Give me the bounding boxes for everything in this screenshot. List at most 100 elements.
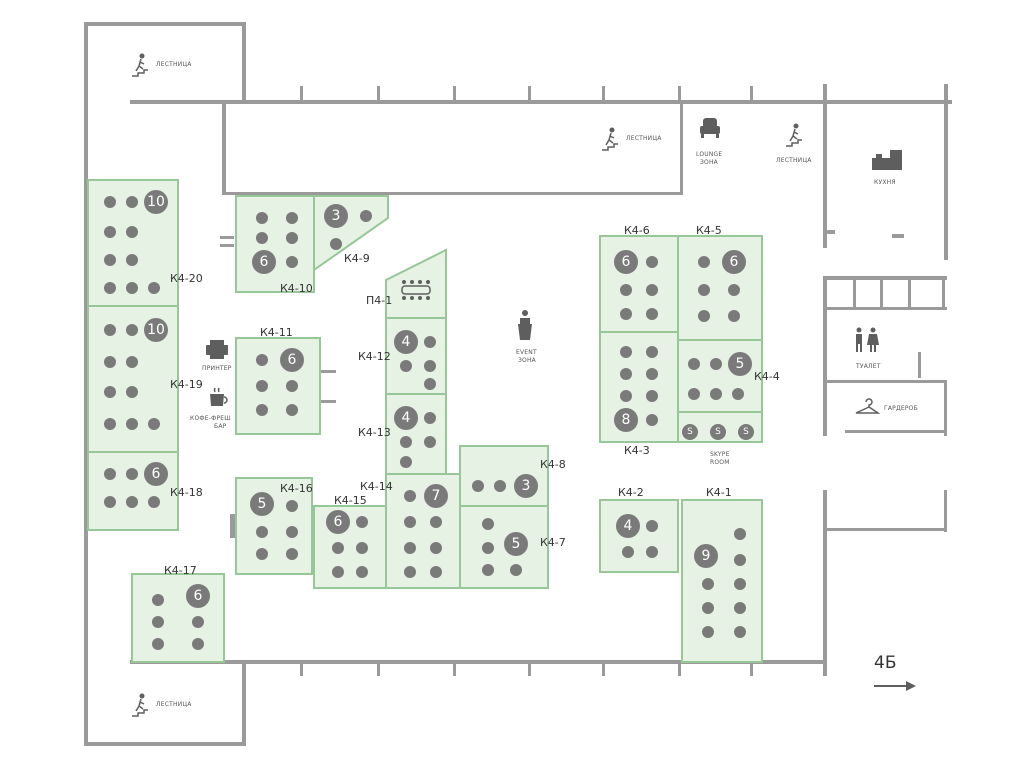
room-k4-17[interactable] bbox=[131, 573, 225, 663]
label-k4-20: К4-20 bbox=[170, 272, 203, 285]
room-k4-12[interactable] bbox=[385, 317, 447, 395]
label-k4-6: К4-6 bbox=[624, 224, 650, 237]
label-k4-18: К4-18 bbox=[170, 486, 203, 499]
stairs-top-left: ЛЕСТНИЦА bbox=[132, 53, 192, 77]
room-k4-14[interactable] bbox=[385, 473, 461, 589]
badge-k4-9: 3 bbox=[332, 208, 341, 224]
label-k4-17: К4-17 bbox=[164, 564, 197, 577]
stairs-icon bbox=[132, 693, 148, 717]
badge-k4-20: 10 bbox=[147, 194, 165, 210]
room-k4-8[interactable] bbox=[459, 445, 549, 507]
lounge-label: LOUNGE bbox=[696, 151, 722, 158]
stairs-label: ЛЕСТНИЦА bbox=[156, 61, 192, 68]
meeting-table-icon bbox=[401, 280, 431, 300]
badge-k4-6: 6 bbox=[622, 254, 631, 270]
label-k4-13: К4-13 bbox=[358, 426, 391, 439]
badge-k4-1: 9 bbox=[702, 548, 711, 564]
room-k4-2[interactable] bbox=[599, 499, 679, 573]
label-p4-1: П4-1 bbox=[366, 294, 392, 307]
kitchen-icon bbox=[872, 150, 902, 170]
room-k4-18[interactable] bbox=[87, 451, 179, 531]
sofa-icon bbox=[700, 118, 720, 138]
badge-k4-13: 4 bbox=[402, 410, 411, 426]
room-k4-6[interactable] bbox=[599, 235, 679, 333]
skype-badge: S bbox=[715, 427, 721, 437]
skype-badge: S bbox=[687, 427, 693, 437]
printer-icon bbox=[206, 340, 228, 359]
room-k4-16[interactable] bbox=[235, 477, 313, 575]
badge-k4-17: 6 bbox=[194, 588, 203, 604]
stairs-label: ЛЕСТНИЦА bbox=[776, 157, 812, 164]
coffee-bar: КОФЕ-ФРЕШ БАР bbox=[190, 387, 231, 430]
arrow-right-icon bbox=[874, 681, 916, 691]
label-k4-16: К4-16 bbox=[280, 482, 313, 495]
room-k4-4[interactable] bbox=[677, 339, 763, 413]
badge-k4-12: 4 bbox=[402, 334, 411, 350]
room-k4-5[interactable] bbox=[677, 235, 763, 341]
room-k4-13[interactable] bbox=[385, 393, 447, 475]
walls bbox=[84, 22, 952, 746]
label-k4-7: К4-7 bbox=[540, 536, 566, 549]
label-k4-5: К4-5 bbox=[696, 224, 722, 237]
seats bbox=[104, 196, 746, 650]
badge-k4-10: 6 bbox=[260, 254, 269, 270]
label-k4-1: К4-1 bbox=[706, 486, 732, 499]
kitchen: КУХНЯ bbox=[872, 150, 902, 186]
room-k4-15[interactable] bbox=[313, 505, 387, 589]
stairs-bottom-left: ЛЕСТНИЦА bbox=[132, 693, 192, 717]
stairs-label: ЛЕСТНИЦА bbox=[156, 701, 192, 708]
toilet: ТУАЛЕТ bbox=[855, 327, 881, 370]
badge-k4-19: 10 bbox=[147, 322, 165, 338]
badge-k4-14: 7 bbox=[432, 488, 441, 504]
printer-label: ПРИНТЕР bbox=[202, 365, 232, 372]
badge-k4-8: 3 bbox=[522, 478, 531, 494]
lounge-zone: LOUNGE ЗОНА bbox=[696, 118, 722, 166]
label-k4-10: К4-10 bbox=[280, 282, 313, 295]
room-labels: К4-20 К4-19 К4-18 К4-17 К4-16 К4-15 К4-1… bbox=[164, 224, 780, 577]
wardrobe: ГАРДЕРОБ bbox=[855, 398, 918, 414]
skype-badge: S bbox=[743, 427, 749, 437]
stairs-label: ЛЕСТНИЦА bbox=[626, 135, 662, 142]
stairs-icon bbox=[602, 127, 618, 151]
label-k4-19: К4-19 bbox=[170, 378, 203, 391]
room-k4-1[interactable] bbox=[681, 499, 763, 663]
coffee-label: КОФЕ-ФРЕШ bbox=[190, 415, 231, 422]
coffee-cup-icon bbox=[210, 387, 228, 406]
badge-k4-16: 5 bbox=[258, 496, 267, 512]
label-k4-3: К4-3 bbox=[624, 444, 650, 457]
stairs-top-right: ЛЕСТНИЦА bbox=[776, 123, 812, 164]
badge-k4-4: 5 bbox=[736, 356, 745, 372]
room-k4-10[interactable] bbox=[235, 195, 315, 293]
badge-k4-11: 6 bbox=[288, 352, 297, 368]
toilet-label: ТУАЛЕТ bbox=[855, 363, 881, 370]
skype-room-labels: S S S SKYPE ROOM bbox=[682, 424, 754, 466]
stairs-top-center: ЛЕСТНИЦА bbox=[602, 127, 662, 151]
badge-k4-18: 6 bbox=[152, 466, 161, 482]
wardrobe-label: ГАРДЕРОБ bbox=[884, 405, 918, 412]
event-label-2: ЗОНА bbox=[518, 357, 537, 364]
room-k4-7[interactable] bbox=[459, 505, 549, 589]
printer: ПРИНТЕР bbox=[202, 340, 232, 372]
stairs-icon bbox=[132, 53, 148, 77]
badge-k4-7: 5 bbox=[512, 536, 521, 552]
seat-badges: 10 10 6 6 5 6 7 4 4 6 6 3 3 5 6 6 5 8 4 … bbox=[144, 190, 752, 608]
skype-label-2: ROOM bbox=[710, 459, 730, 466]
label-k4-15: К4-15 bbox=[334, 494, 367, 507]
room-k4-11[interactable] bbox=[235, 337, 321, 435]
badge-k4-3: 8 bbox=[622, 412, 631, 428]
room-p4-1[interactable] bbox=[385, 248, 447, 319]
label-k4-11: К4-11 bbox=[260, 326, 293, 339]
floor-label: 4Б bbox=[874, 653, 896, 673]
label-k4-12: К4-12 bbox=[358, 350, 391, 363]
stairs-icon bbox=[786, 123, 802, 147]
label-k4-8: К4-8 bbox=[540, 458, 566, 471]
room-k4-3[interactable] bbox=[599, 331, 679, 443]
toilet-icon bbox=[856, 327, 879, 352]
badge-k4-5: 6 bbox=[730, 254, 739, 270]
label-k4-2: К4-2 bbox=[618, 486, 644, 499]
label-k4-14: К4-14 bbox=[360, 480, 393, 493]
badge-k4-15: 6 bbox=[334, 514, 343, 530]
event-zone: EVENT ЗОНА bbox=[516, 310, 537, 364]
floor-indicator[interactable]: 4Б bbox=[874, 653, 916, 691]
